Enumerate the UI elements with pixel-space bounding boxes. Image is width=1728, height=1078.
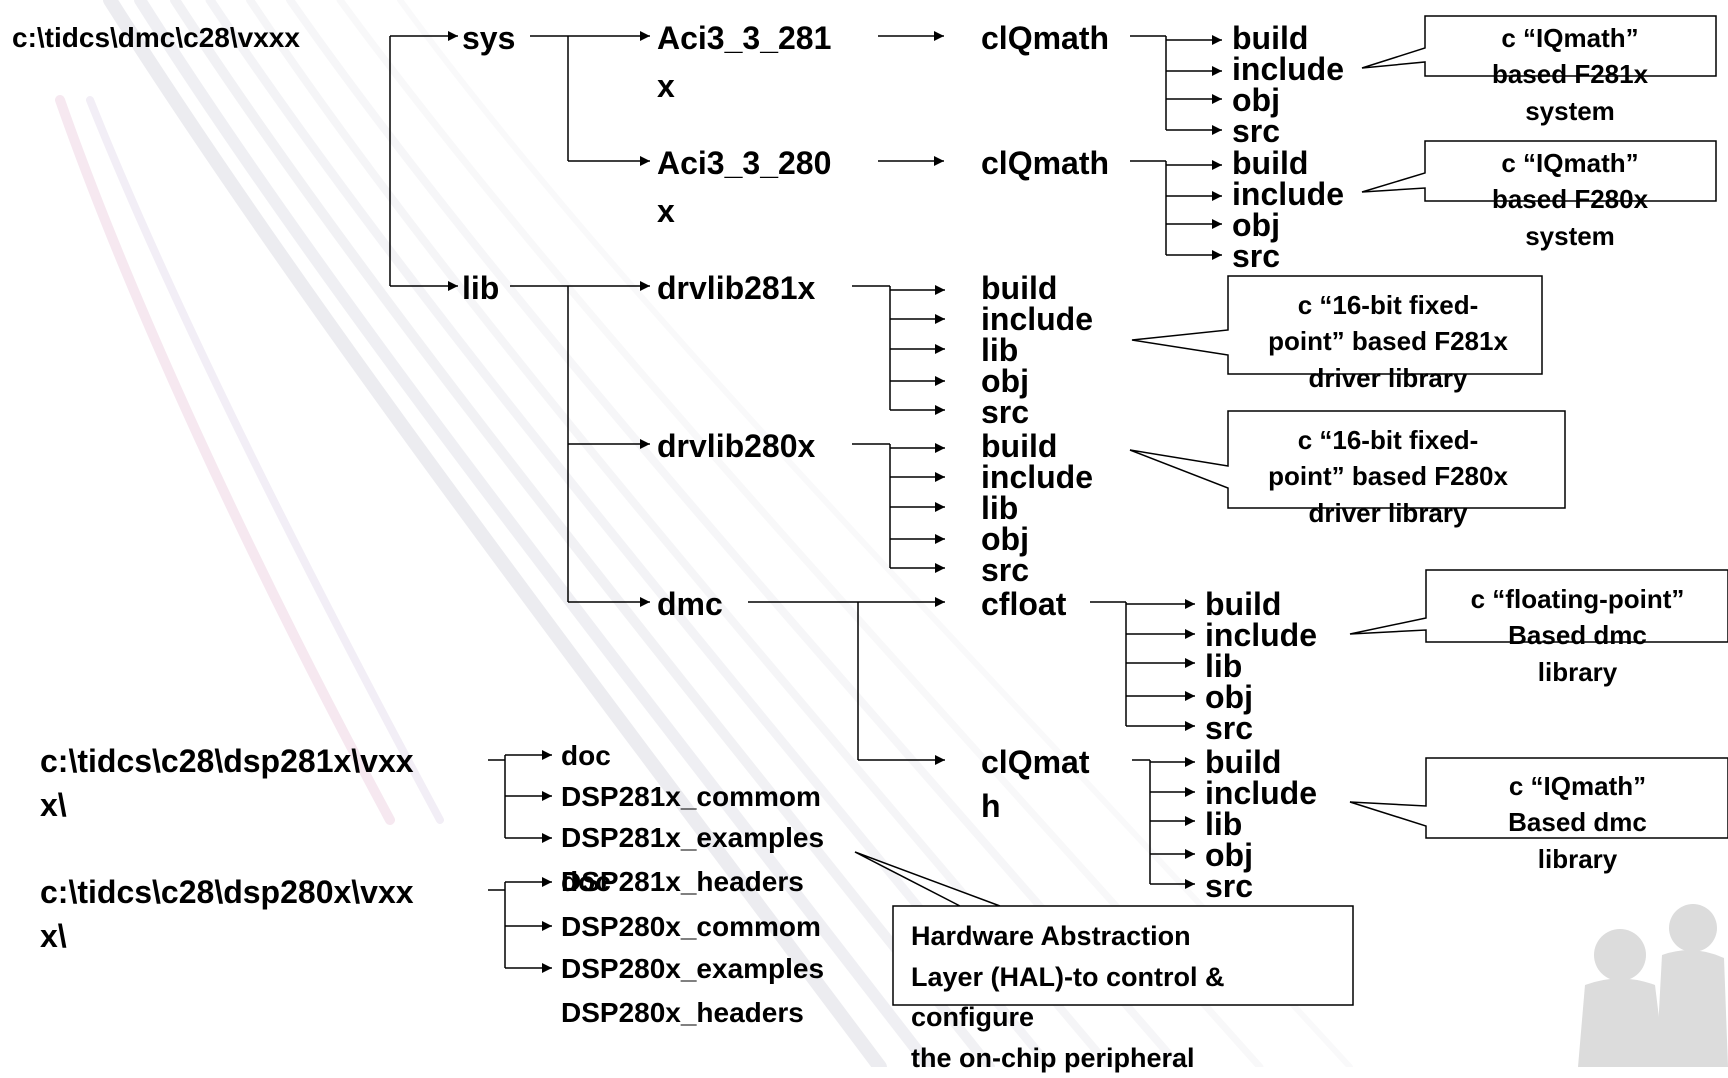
callout-float-dmc-box <box>1349 569 1728 643</box>
folder-build: build <box>981 270 1058 306</box>
folder-cfloat: cfloat <box>981 586 1067 622</box>
folder-lib: lib <box>981 332 1019 368</box>
root-path-dsp281x-line1: c:\tidcs\c28\dsp281x\vxx <box>40 743 414 779</box>
callout-iqmath-dmc-text: c “IQmath” Based dmc library <box>1508 771 1647 874</box>
folder-include: include <box>981 459 1094 495</box>
people-silhouette <box>1578 904 1728 1067</box>
folder-doc: doc <box>561 740 611 771</box>
folder-lib: lib <box>1205 806 1243 842</box>
folder-lib: lib <box>1205 648 1243 684</box>
callout-hal-box <box>854 851 1354 1006</box>
folder-include: include <box>1205 775 1318 811</box>
callout-iqmath-f280x-box <box>1361 140 1717 202</box>
folder-dsp281x-headers: DSP281x_headers <box>561 866 804 897</box>
folder-src: src <box>1232 238 1281 274</box>
folder-drvlib280x: drvlib280x <box>657 428 816 464</box>
folder-obj: obj <box>1205 679 1253 715</box>
folder-clqmath-281x: clQmath <box>981 20 1110 56</box>
callout-iqmath-dmc-box <box>1349 757 1728 839</box>
folder-build: build <box>1232 20 1309 56</box>
folder-obj: obj <box>981 521 1029 557</box>
folder-dsp280x-headers: DSP280x_headers <box>561 997 804 1028</box>
folder-dsp280x-common: DSP280x_commom <box>561 911 821 942</box>
folder-dsp281x-examples: DSP281x_examples <box>561 822 825 853</box>
folder-clqmath-dmc-line1: clQmat <box>981 744 1090 780</box>
folder-src: src <box>1205 868 1254 904</box>
callout-hal-text: Hardware Abstraction Layer (HAL)-to cont… <box>911 921 1225 1073</box>
folder-drvlib281x: drvlib281x <box>657 270 816 306</box>
folder-build: build <box>1205 744 1282 780</box>
folder-src: src <box>981 394 1030 430</box>
folder-obj: obj <box>1232 207 1280 243</box>
folder-src: src <box>1205 710 1254 746</box>
folder-lib: lib <box>462 270 500 306</box>
folder-build: build <box>1205 586 1282 622</box>
folder-dsp281x-common: DSP281x_commom <box>561 781 821 812</box>
folder-aci3-3-280x-line2: x <box>657 193 675 229</box>
folder-include: include <box>1232 176 1345 212</box>
folder-aci3-3-281x-line1: Aci3_3_281 <box>657 20 832 56</box>
folder-dmc: dmc <box>657 586 723 622</box>
root-path-dsp280x-line1: c:\tidcs\c28\dsp280x\vxx <box>40 874 414 910</box>
callout-iqmath-f281x-text: c “IQmath” based F281x system <box>1491 23 1649 126</box>
callout-fixed-f280x-text: c “16-bit fixed- point” based F280x driv… <box>1268 425 1508 528</box>
folder-include: include <box>1232 51 1345 87</box>
callout-iqmath-f280x-text: c “IQmath” based F280x system <box>1491 148 1649 251</box>
folder-clqmath-280x: clQmath <box>981 145 1110 181</box>
folder-build: build <box>981 428 1058 464</box>
folder-include: include <box>1205 617 1318 653</box>
folder-aci3-3-281x-line2: x <box>657 68 675 104</box>
folder-include: include <box>981 301 1094 337</box>
callout-fixed-f281x-box <box>1131 275 1543 375</box>
folder-obj: obj <box>1232 82 1280 118</box>
folder-clqmath-dmc-line2: h <box>981 788 1001 824</box>
folder-aci3-3-280x-line1: Aci3_3_280 <box>657 145 832 181</box>
callout-fixed-f281x-text: c “16-bit fixed- point” based F281x driv… <box>1268 290 1508 393</box>
folder-dsp280x-examples: DSP280x_examples <box>561 953 825 984</box>
folder-obj: obj <box>981 363 1029 399</box>
folder-sys: sys <box>462 20 516 56</box>
root-path-dsp281x-line2: x\ <box>40 787 67 823</box>
callout-fixed-f280x-box <box>1129 410 1566 509</box>
folder-lib: lib <box>981 490 1019 526</box>
folder-build: build <box>1232 145 1309 181</box>
folder-src: src <box>1232 113 1281 149</box>
root-path-dmc: c:\tidcs\dmc\c28\vxxx <box>12 22 300 53</box>
folder-src: src <box>981 552 1030 588</box>
folder-doc: doc <box>561 866 611 897</box>
folder-obj: obj <box>1205 837 1253 873</box>
root-path-dsp280x-line2: x\ <box>40 918 67 954</box>
callout-float-dmc-text: c “floating-point” Based dmc library <box>1470 584 1685 687</box>
callout-iqmath-f281x-box <box>1361 15 1717 77</box>
